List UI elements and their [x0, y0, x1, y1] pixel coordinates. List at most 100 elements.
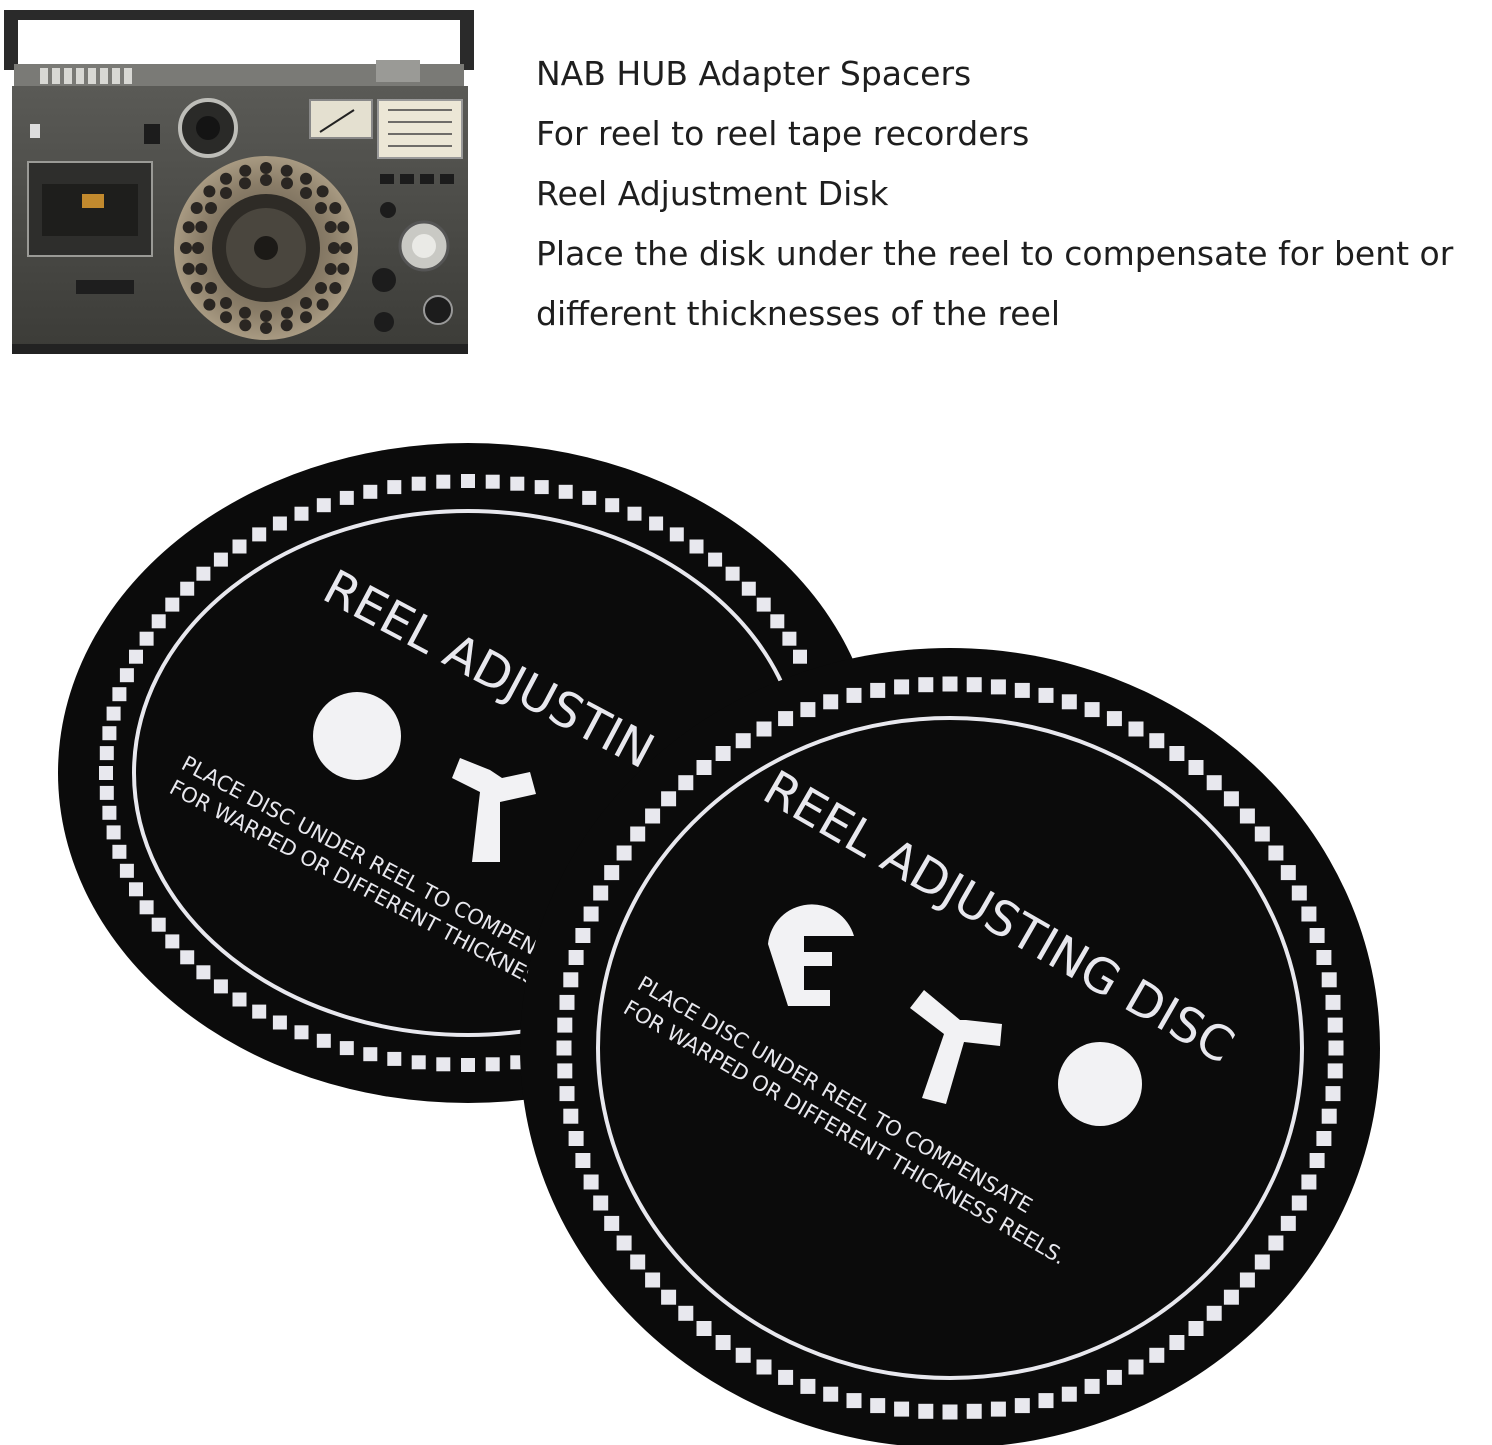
- strobe-mark: [363, 1047, 378, 1062]
- strobe-mark: [534, 480, 549, 495]
- strobe-mark: [485, 474, 500, 489]
- strobe-mark: [165, 934, 180, 949]
- strobe-mark: [180, 950, 195, 965]
- strobe-mark: [846, 1393, 862, 1409]
- grill-hole: [220, 172, 232, 185]
- grill-hole: [328, 242, 340, 254]
- strobe-mark: [604, 865, 620, 881]
- grill-hole: [220, 187, 232, 199]
- strobe-mark: [735, 1347, 751, 1363]
- strobe-mark: [119, 668, 134, 683]
- strobe-mark: [1280, 1215, 1296, 1231]
- strobe-mark: [1239, 808, 1255, 824]
- strobe-mark: [770, 614, 785, 629]
- strobe-mark: [725, 566, 740, 581]
- strobe-mark: [196, 965, 211, 980]
- strobe-mark: [559, 994, 575, 1010]
- strobe-mark: [689, 539, 704, 554]
- strobe-mark: [1128, 1359, 1144, 1375]
- reel-discs-image: REEL ADJUSTIN PLACE DISC UNDER REEL TO C…: [58, 443, 1380, 1445]
- strobe-mark: [196, 566, 211, 581]
- feature-line: Place the disk under the reel to compens…: [536, 234, 1454, 273]
- strobe-mark: [556, 1040, 572, 1056]
- strobe-mark: [735, 733, 751, 749]
- strobe-mark: [661, 791, 677, 807]
- strobe-mark: [661, 1289, 677, 1305]
- strobe-mark: [669, 527, 684, 542]
- strobe-mark: [605, 498, 620, 513]
- strobe-mark: [294, 506, 309, 521]
- grill-hole: [182, 221, 195, 234]
- grill-hole: [300, 311, 312, 324]
- strobe-mark: [272, 1015, 287, 1030]
- strobe-mark: [563, 972, 579, 988]
- strobe-mark: [778, 1369, 794, 1385]
- strobe-mark: [756, 597, 771, 612]
- strobe-mark: [1149, 1347, 1165, 1363]
- strobe-mark: [918, 1403, 934, 1419]
- grill-hole: [329, 282, 342, 294]
- strobe-mark: [1325, 1086, 1341, 1102]
- grill-hole: [195, 221, 208, 233]
- strobe-mark: [129, 882, 143, 897]
- strobe-mark: [678, 775, 694, 791]
- strobe-mark: [1291, 1195, 1307, 1211]
- strobe-mark: [436, 474, 451, 489]
- strobe-mark: [1327, 1017, 1343, 1033]
- strobe-mark: [102, 805, 117, 820]
- grill-hole: [220, 311, 232, 324]
- grill-hole: [203, 185, 216, 198]
- strobe-mark: [1321, 1108, 1337, 1124]
- strobe-mark: [870, 682, 886, 698]
- strobe-mark: [715, 746, 731, 761]
- strobe-mark: [715, 1335, 731, 1350]
- strobe-mark: [99, 766, 113, 780]
- front-reel-disc: REEL ADJUSTING DISC PLACE DISC UNDER REE…: [520, 648, 1380, 1445]
- strobe-mark: [756, 721, 772, 737]
- strobe-mark: [106, 825, 121, 840]
- feature-line: Reel Adjustment Disk: [536, 174, 889, 213]
- grill-hole: [316, 185, 329, 198]
- strobe-mark: [119, 863, 134, 878]
- grill-hole: [195, 263, 208, 275]
- strobe-mark: [823, 694, 839, 710]
- strobe-mark: [557, 1063, 573, 1079]
- grill-hole: [329, 202, 342, 214]
- strobe-mark: [616, 845, 632, 861]
- strobe-mark: [1268, 845, 1284, 861]
- strobe-mark: [696, 1321, 712, 1336]
- strobe-mark: [558, 484, 573, 499]
- grill-hole: [192, 242, 204, 254]
- grill-hole: [205, 202, 217, 214]
- feature-line: NAB HUB Adapter Spacers: [536, 54, 972, 93]
- strobe-mark: [559, 1086, 575, 1102]
- strobe-mark: [678, 1305, 694, 1321]
- strobe-mark: [645, 808, 661, 824]
- strobe-mark: [316, 498, 331, 513]
- strobe-mark: [696, 760, 712, 775]
- strobe-mark: [583, 1174, 599, 1190]
- strobe-mark: [846, 687, 862, 703]
- strobe-mark: [1280, 865, 1296, 881]
- strobe-mark: [411, 476, 426, 491]
- strobe-mark: [165, 597, 180, 612]
- strobe-mark: [112, 844, 127, 859]
- strobe-mark: [645, 1272, 661, 1288]
- strobe-mark: [756, 1359, 772, 1375]
- strobe-mark: [1106, 1369, 1122, 1385]
- grill-hole: [239, 164, 252, 177]
- strobe-mark: [782, 631, 797, 646]
- strobe-mark: [575, 1153, 591, 1168]
- grill-hole: [260, 322, 272, 334]
- strobe-mark: [1328, 1040, 1344, 1056]
- strobe-mark: [990, 1401, 1006, 1417]
- grill-hole: [205, 282, 217, 294]
- strobe-mark: [1301, 906, 1317, 922]
- strobe-mark: [139, 631, 154, 646]
- strobe-mark: [316, 1033, 331, 1048]
- grill-hole: [190, 202, 203, 214]
- strobe-mark: [894, 1401, 910, 1417]
- strobe-mark: [1254, 826, 1270, 842]
- strobe-mark: [870, 1398, 886, 1414]
- hub-hole: [452, 758, 536, 862]
